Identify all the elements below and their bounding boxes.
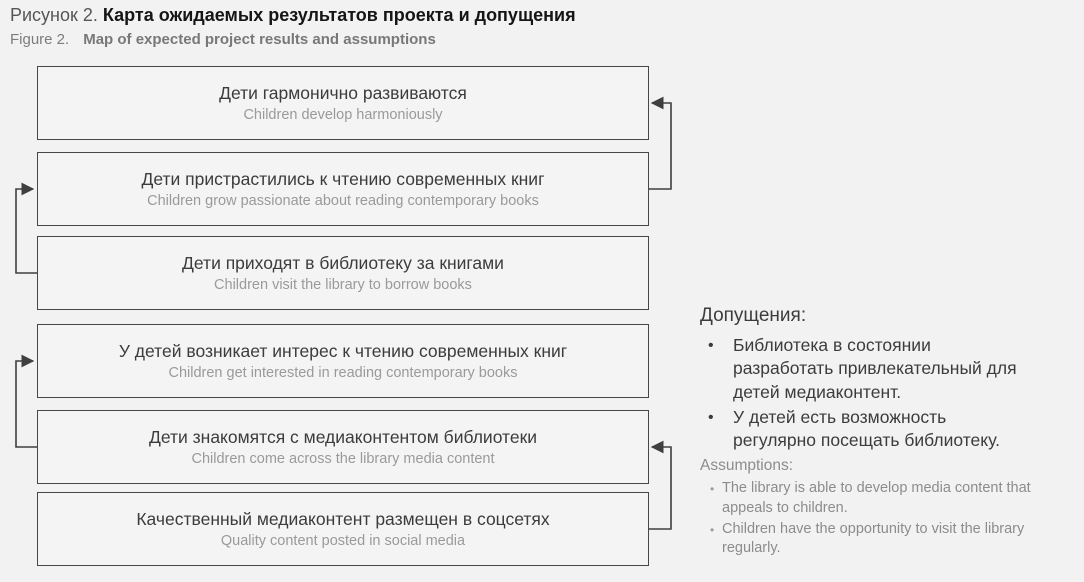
assumptions-panel: Допущения: • Библиотека в состоянии разр… (700, 305, 1084, 560)
result-box-1-title-en: Children develop harmoniously (243, 107, 443, 123)
assumption-item-ru-1-text: Библиотека в состоянии разработать привл… (733, 335, 1017, 402)
figure-title-en: Map of expected project results and assu… (83, 30, 436, 48)
result-box-3-title-en: Children visit the library to borrow boo… (214, 277, 472, 293)
assumption-item-ru-2: • У детей есть возможность регулярно пос… (700, 406, 1084, 453)
assumption-item-en-1-text: The library is able to develop media con… (722, 480, 1031, 516)
bullet-icon: • (708, 337, 714, 354)
arrow-box3-to-box2 (15, 182, 37, 274)
figure-caption-ru: Рисунок 2.Карта ожидаемых результатов пр… (10, 5, 576, 27)
arrow-box5-to-box4 (15, 354, 37, 448)
figure-title-ru: Карта ожидаемых результатов проекта и до… (102, 5, 576, 25)
figure-caption: Рисунок 2.Карта ожидаемых результатов пр… (10, 5, 576, 48)
bullet-icon: • (710, 522, 715, 537)
assumptions-title-ru: Допущения: (700, 305, 807, 326)
result-box-1-title-ru: Дети гармонично развиваются (219, 83, 467, 103)
result-box-4: У детей возникает интерес к чтению совре… (37, 324, 649, 398)
result-box-4-title-ru: У детей возникает интерес к чтению совре… (118, 341, 568, 361)
result-box-2-title-ru: Дети пристрастились к чтению современных… (141, 169, 545, 189)
result-box-5: Дети знакомятся с медиаконтентом библиот… (37, 410, 649, 484)
arrow-box2-to-box1 (649, 96, 672, 190)
result-box-3-title-ru: Дети приходят в библиотеку за книгами (182, 253, 504, 273)
result-box-6-title-ru: Качественный медиаконтент размещен в соц… (136, 509, 550, 529)
result-box-2: Дети пристрастились к чтению современных… (37, 152, 649, 226)
assumption-item-ru-2-text: У детей есть возможность регулярно посещ… (733, 406, 1000, 451)
assumption-item-ru-1: • Библиотека в состоянии разработать при… (700, 334, 1084, 404)
figure-label-en: Figure 2. (10, 30, 70, 48)
assumption-item-en-2-text: Children have the opportunity to visit t… (722, 520, 1025, 557)
bullet-icon: • (708, 408, 714, 426)
result-box-1: Дети гармонично развиваются Children dev… (37, 66, 649, 140)
result-box-6: Качественный медиаконтент размещен в соц… (37, 492, 649, 566)
assumption-item-en-2: • Children have the opportunity to visit… (700, 520, 1084, 559)
arrow-box6-to-box5 (649, 440, 672, 530)
result-box-5-title-ru: Дети знакомятся с медиаконтентом библиот… (148, 427, 538, 447)
assumptions-title-en: Assumptions: (700, 457, 794, 475)
result-box-5-title-en: Children come across the library media c… (191, 451, 495, 467)
result-box-2-title-en: Children grow passionate about reading c… (147, 193, 539, 209)
figure-caption-en: Figure 2. Map of expected project results… (10, 31, 576, 48)
assumption-item-en-1: • The library is able to develop media c… (700, 479, 1084, 518)
figure-label-ru: Рисунок 2. (10, 5, 98, 25)
result-box-4-title-en: Children get interested in reading conte… (168, 365, 518, 381)
result-box-6-title-en: Quality content posted in social media (220, 533, 466, 549)
bullet-icon: • (710, 482, 715, 497)
result-box-3: Дети приходят в библиотеку за книгами Ch… (37, 236, 649, 310)
